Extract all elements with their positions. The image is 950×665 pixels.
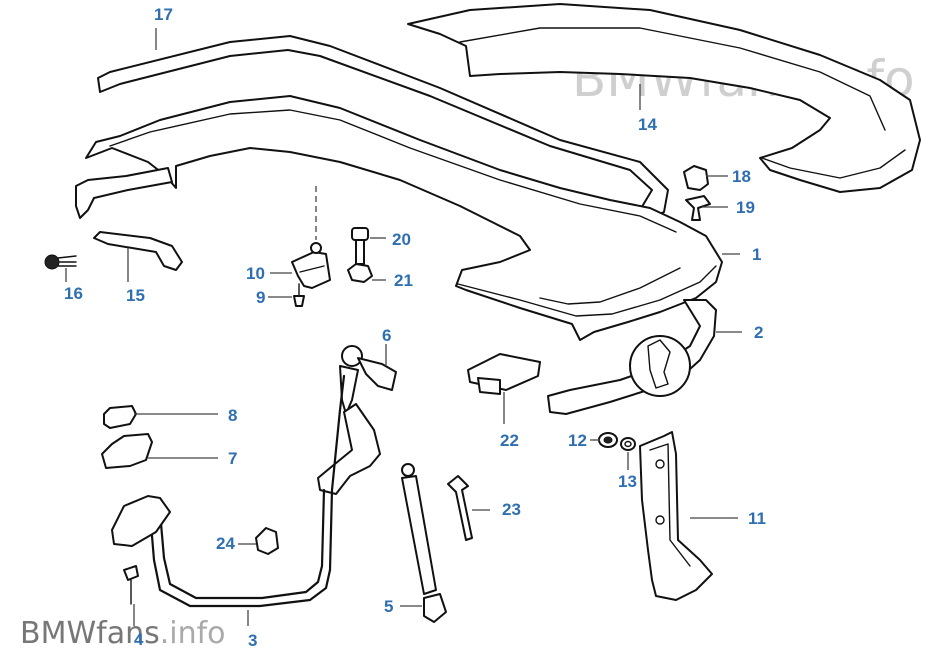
part-22-block [467,353,541,395]
part-18-clip [683,165,709,191]
part-11-bracket [639,431,713,601]
part-16-screw [44,254,77,270]
callout-21: 21 [394,271,413,290]
callout-23: 23 [502,500,521,519]
part-14-panel [407,3,921,193]
part-10-bracket [291,242,331,289]
callout-16: 16 [64,284,83,303]
callout-24: 24 [216,534,235,553]
part-24-bumper [255,527,279,555]
callout-3: 3 [248,631,257,650]
callout-8: 8 [228,406,237,425]
part-20-bolt [351,227,369,265]
corner-bracket [75,167,173,219]
callout-14: 14 [638,115,657,134]
callout-1: 1 [752,245,761,264]
callout-7: 7 [228,449,237,468]
watermark-brand: BMWfans [20,616,160,651]
part-23-clip [447,475,473,541]
part-19-plug [685,195,711,221]
part-3-hinge [111,495,171,547]
leader-lines [65,28,742,626]
callout-18: 18 [732,167,751,186]
callout-17: 17 [154,5,173,24]
callout-19: 19 [736,198,755,217]
callout-2: 2 [754,323,763,342]
callout-13: 13 [618,472,637,491]
watermark-bottom: BMWfans.info [20,616,226,651]
part-13-washer [620,437,636,451]
part-7-pad [101,433,153,469]
callout-22: 22 [500,431,519,450]
callout-12: 12 [568,431,587,450]
part-2-molding [547,299,717,415]
callouts: 17 14 18 19 1 2 20 21 10 9 15 16 6 8 7 2… [64,5,766,650]
watermark-suffix: .info [160,616,226,651]
callout-9: 9 [256,288,265,307]
part-8-pad [103,405,137,429]
part-9-screw [293,283,305,307]
part-15-handle [93,231,183,271]
part-12-grommet [598,432,618,448]
callout-4: 4 [134,630,144,649]
callout-5: 5 [384,597,393,616]
callout-11: 11 [748,509,766,528]
callout-10: 10 [246,264,265,283]
part-3-rod-inner [158,488,326,600]
part-1-frame [85,95,723,341]
part-21-nut [347,263,373,283]
part-4-screw [123,565,139,605]
callout-15: 15 [126,286,145,305]
part-5-strut [401,463,447,623]
callout-6: 6 [382,326,391,345]
callout-20: 20 [392,230,411,249]
part-6-linkage [317,345,397,495]
part-3-rod [148,374,346,608]
